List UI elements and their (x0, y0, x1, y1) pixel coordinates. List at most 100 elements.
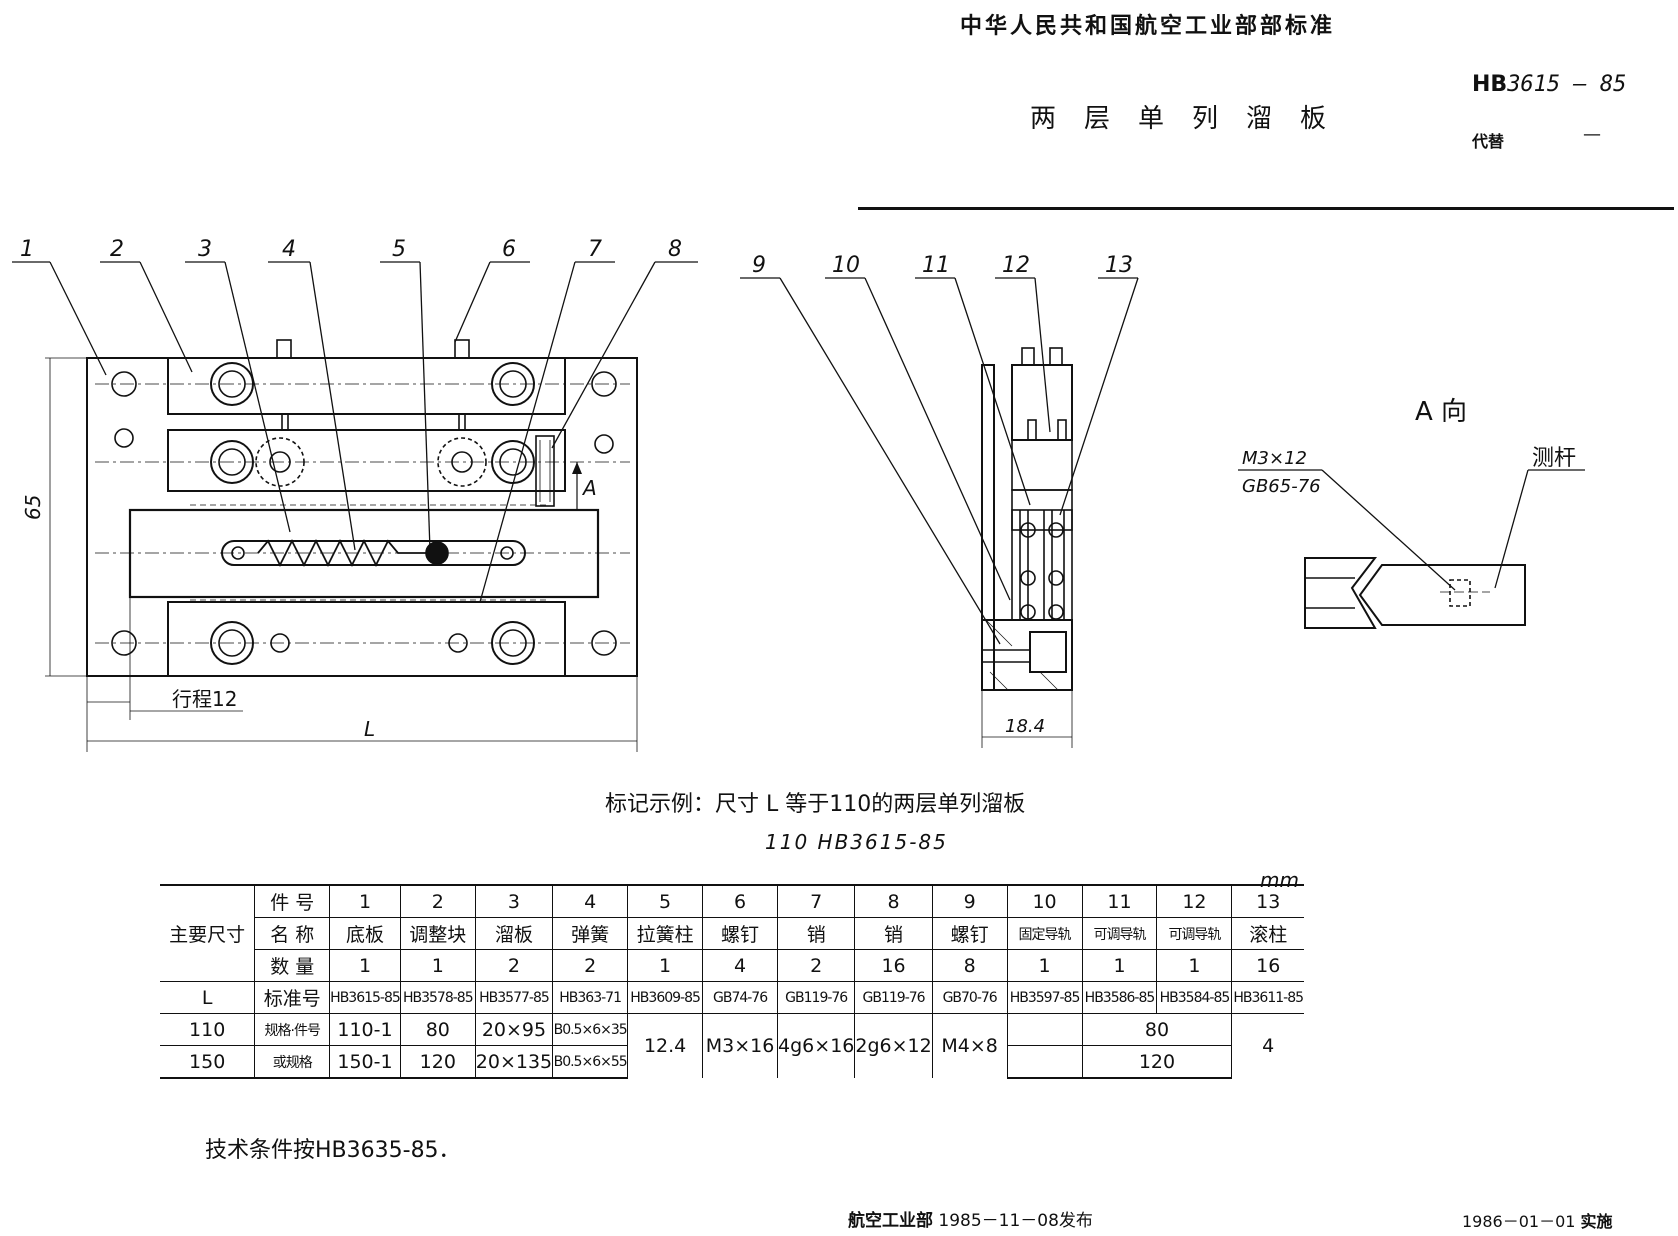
std-9: GB70-76 (931, 981, 1008, 1014)
qty-11: 1 (1081, 949, 1157, 982)
spec110-2: 80 (399, 1013, 476, 1046)
label-qty: 数 量 (254, 949, 330, 982)
std-8: GB119-76 (854, 981, 933, 1014)
front-view (12, 261, 698, 752)
name-8: 销 (854, 917, 933, 950)
name-1: 底板 (329, 917, 401, 950)
view-a (1238, 469, 1585, 629)
view-a-title: A 向 (1415, 397, 1467, 427)
issuer: 航空工业部 (848, 1211, 933, 1231)
standard-prefix: HB (1472, 72, 1508, 97)
dim-L-label: L (160, 981, 255, 1014)
name-11: 可调导轨 (1081, 917, 1157, 950)
dim-110: 110 (160, 1013, 255, 1046)
marking-code: 110 HB3615-85 (765, 830, 948, 854)
callout-8: 8 (668, 237, 682, 262)
dim-length-L: L (364, 717, 375, 741)
spec150-1: 150-1 (329, 1045, 401, 1079)
row-spec-150: 150 或规格 150-1 120 20×135 B0.5×6×55 120 (160, 1045, 1304, 1079)
std-3: HB3577-85 (474, 981, 553, 1014)
spec150-adj: 120 (1081, 1045, 1232, 1079)
name-3: 溜板 (474, 917, 553, 950)
qty-4: 2 (552, 949, 628, 982)
std-13: HB3611-85 (1231, 981, 1304, 1014)
screw-spec-top: M3×12 (1242, 448, 1307, 469)
callout-3: 3 (198, 237, 212, 262)
callout-9: 9 (752, 253, 766, 278)
spec-9: M4×8 (931, 1013, 1008, 1078)
issue-line: 航空工业部 1985－11－08发布 (848, 1206, 1093, 1231)
dim-stroke-12: 行程12 (172, 687, 237, 711)
std-12: HB3584-85 (1156, 981, 1232, 1014)
row-spec-110: 110 规格·件号 110-1 80 20×95 B0.5×6×35 12.4 … (160, 1013, 1304, 1078)
part-no-12: 12 (1156, 884, 1232, 918)
std-6: GB74-76 (702, 981, 778, 1014)
row-standard: L 标准号 HB3615-85 HB3578-85 HB3577-85 HB36… (160, 981, 1304, 1014)
dim-width-18-4: 18.4 (1005, 716, 1045, 737)
impl-date: 1986－01－01 (1462, 1212, 1576, 1231)
assembly-drawing: 1 2 3 4 5 6 7 8 9 10 11 12 13 65 行程12 L … (12, 237, 1585, 752)
qty-10: 1 (1006, 949, 1083, 982)
arrow-a-label: A (581, 476, 597, 500)
spec-7: 4g6×16 (777, 1013, 855, 1078)
replace-label: 代替 (1472, 132, 1505, 151)
probe-label: 测杆 (1532, 446, 1576, 471)
main-dim-label: 主要尺寸 (160, 884, 255, 982)
callout-12: 12 (1002, 253, 1030, 278)
tech-conditions: 技术条件按HB3635-85． (205, 1138, 461, 1163)
callout-4: 4 (282, 237, 296, 262)
part-no-9: 9 (931, 884, 1008, 918)
callout-6: 6 (502, 237, 516, 262)
std-4: HB363-71 (552, 981, 628, 1014)
spec150-3: 20×135 (474, 1045, 553, 1079)
qty-5: 1 (627, 949, 703, 982)
side-view (740, 277, 1139, 748)
spec150-2: 120 (399, 1045, 476, 1079)
part-no-2: 2 (399, 884, 476, 918)
std-5: HB3609-85 (627, 981, 703, 1014)
dim-150: 150 (160, 1045, 255, 1079)
row-qty: 数 量 1 1 2 2 1 4 2 16 8 1 1 1 16 (160, 949, 1304, 982)
part-no-8: 8 (854, 884, 933, 918)
label-part-no: 件 号 (254, 884, 330, 918)
name-9: 螺钉 (931, 917, 1008, 950)
standard-number: HB3615 — 85 (1472, 72, 1626, 97)
qty-6: 4 (702, 949, 778, 982)
part-no-5: 5 (627, 884, 703, 918)
std-2: HB3578-85 (399, 981, 476, 1014)
spec110-10 (1006, 1013, 1083, 1046)
name-2: 调整块 (399, 917, 476, 950)
qty-1: 1 (329, 949, 401, 982)
callout-2: 2 (110, 237, 124, 262)
spec150-10 (1006, 1045, 1083, 1079)
marking-example: 标记示例：尺寸 L 等于110的两层单列溜板 (605, 792, 1026, 817)
replace-value: — (1583, 124, 1601, 145)
name-6: 螺钉 (702, 917, 778, 950)
qty-2: 1 (399, 949, 476, 982)
spec110-1: 110-1 (329, 1013, 401, 1046)
std-10: HB3597-85 (1006, 981, 1083, 1014)
std-11: HB3586-85 (1081, 981, 1157, 1014)
impl-label: 实施 (1580, 1212, 1613, 1231)
spec110-4: B0.5×6×35 (552, 1013, 628, 1046)
name-7: 销 (777, 917, 855, 950)
part-no-7: 7 (777, 884, 855, 918)
implementation-line: 1986－01－01 实施 (1462, 1208, 1613, 1232)
name-12: 可调导轨 (1156, 917, 1232, 950)
screw-spec-bottom: GB65-76 (1242, 476, 1321, 497)
callout-10: 10 (832, 253, 860, 278)
qty-12: 1 (1156, 949, 1232, 982)
spec-13: 4 (1231, 1013, 1304, 1078)
spec150-4: B0.5×6×55 (552, 1045, 628, 1079)
document-title: 两层单列溜板 (1030, 104, 1355, 134)
spec-8: 2g6×12 (854, 1013, 933, 1078)
label-name: 名 称 (254, 917, 330, 950)
row-name: 名 称 底板 调整块 溜板 弹簧 拉簧柱 螺钉 销 销 螺钉 固定导轨 可调导轨… (160, 917, 1304, 950)
qty-3: 2 (474, 949, 553, 982)
callout-13: 13 (1105, 253, 1133, 278)
dim-height-65: 65 (21, 495, 45, 520)
std-7: GB119-76 (777, 981, 855, 1014)
name-13: 滚柱 (1231, 917, 1304, 950)
qty-13: 16 (1231, 949, 1304, 982)
part-no-4: 4 (552, 884, 628, 918)
